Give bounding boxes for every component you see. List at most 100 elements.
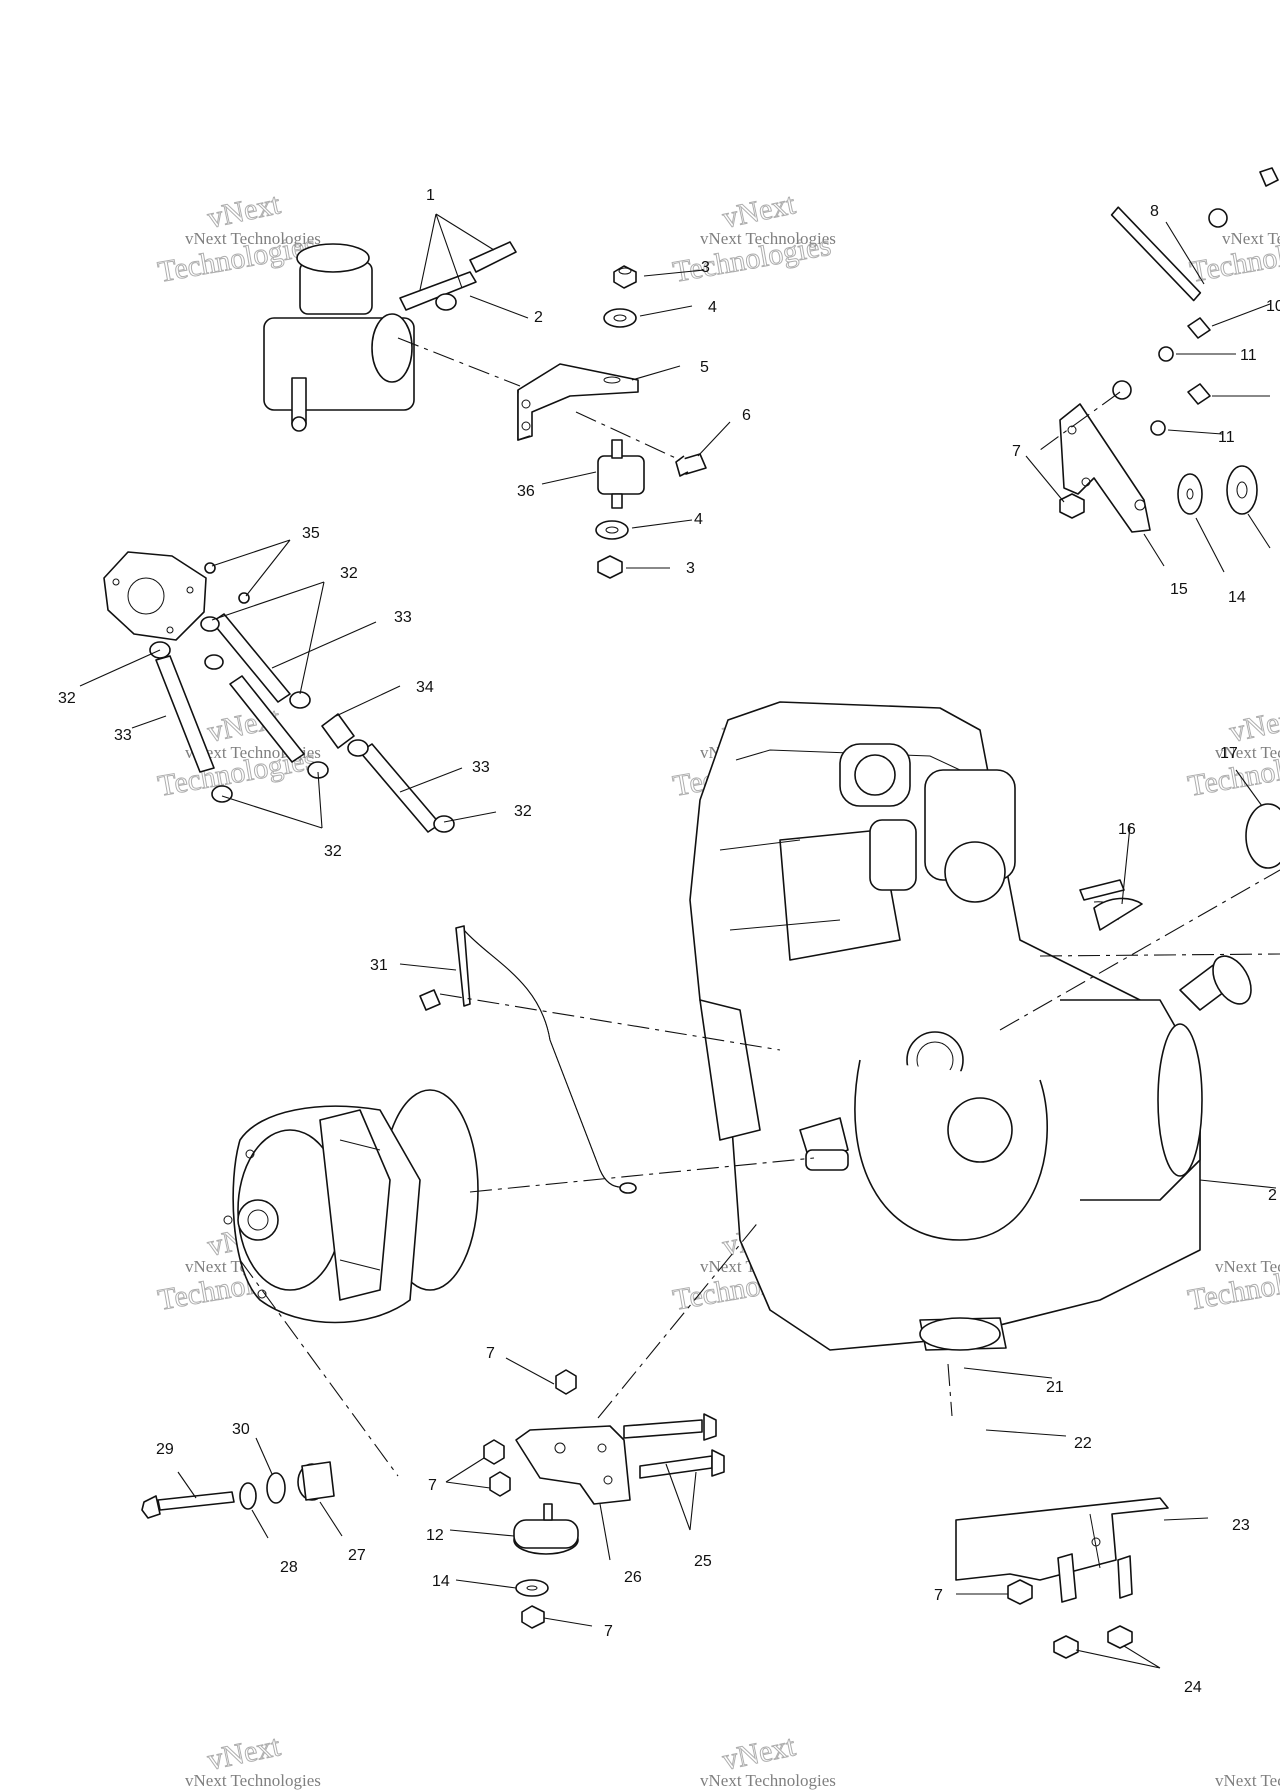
svg-text:vNext Technologies: vNext Technologies: [1215, 1771, 1280, 1790]
svg-text:vNext: vNext: [720, 1729, 799, 1777]
bracket-part: [517, 363, 639, 441]
callout-label: 32: [58, 690, 76, 707]
svg-text:vNext Technologies: vNext Technologies: [700, 229, 836, 248]
svg-text:vNext: vNext: [720, 187, 799, 235]
callout-label: 16: [1118, 821, 1136, 838]
callout-label: 24: [1184, 1679, 1202, 1696]
callout-label: 21: [1046, 1379, 1064, 1396]
svg-text:vNext Technologies: vNext Technologies: [700, 1771, 836, 1790]
drive-clutch-part: [223, 1089, 479, 1324]
washer-part: [595, 520, 629, 540]
engine-part: [689, 701, 1252, 1351]
callout-label: 27: [348, 1547, 366, 1564]
spacer-part: [1226, 465, 1258, 515]
bolt-part: [1187, 317, 1211, 405]
rubber-ring-part: [1245, 803, 1280, 869]
callout-label: 2: [1268, 1187, 1277, 1204]
callout-label: 7: [934, 1587, 943, 1604]
callout-label: 3: [701, 259, 710, 276]
watermark: vNext vNext Technologies Technologies: [155, 187, 321, 290]
svg-text:vNext: vNext: [205, 187, 284, 235]
callout-label: 12: [426, 1527, 444, 1544]
washer-part: [1177, 473, 1203, 515]
clutch-bolt-part: [141, 1491, 235, 1519]
callout-label: 33: [114, 727, 132, 744]
callout-label: 2: [534, 309, 543, 326]
callout-label: 10: [1266, 298, 1280, 315]
oil-line-part: [419, 925, 637, 1194]
watermark: vNext vNext Technologies Technologies: [670, 187, 836, 290]
callout-label: 15: [1170, 581, 1188, 598]
callout-label: 32: [340, 565, 358, 582]
callout-label: 29: [156, 1441, 174, 1458]
callout-label: 6: [742, 407, 751, 424]
leader-lines: [79, 213, 1277, 1669]
svg-text:vNext: vNext: [1227, 701, 1280, 749]
callout-label: 23: [1232, 1517, 1250, 1534]
callout-label: 26: [624, 1569, 642, 1586]
engine-mount-bracket-part: [515, 1425, 631, 1505]
assembly-center-lines: [239, 337, 1280, 1477]
callout-label: 14: [432, 1573, 450, 1590]
callout-label: 3: [686, 560, 695, 577]
gasket-part: [1093, 897, 1143, 931]
callout-label: 8: [1150, 203, 1159, 220]
callout-label: 33: [472, 759, 490, 776]
nut-part: [1007, 1579, 1133, 1659]
bolt-part: [675, 453, 707, 477]
svg-text:vNext: vNext: [205, 1729, 284, 1777]
watermark: vNext Technologies: [1215, 1771, 1280, 1790]
carburetor-part: [263, 241, 517, 432]
washer-part: [515, 1579, 549, 1597]
callout-label: 4: [708, 299, 717, 316]
callout-label: 31: [370, 957, 388, 974]
callout-label: 11: [1218, 429, 1235, 446]
lever-bracket-part: [1059, 403, 1151, 533]
svg-text:vNext Technologies: vNext Technologies: [185, 229, 321, 248]
rear-mount-bracket-part: [955, 1497, 1169, 1581]
washer-part: [1150, 346, 1174, 436]
callout-label: 1: [426, 187, 435, 204]
callout-label: 14: [1228, 589, 1246, 606]
callout-label: 35: [302, 525, 320, 542]
mount-bolt-part: [623, 1413, 725, 1479]
fuel-filter-part: [321, 713, 355, 749]
callout-label: 28: [280, 1559, 298, 1576]
washer-part: [603, 308, 637, 328]
callout-label: 4: [694, 511, 703, 528]
callout-label: 36: [517, 483, 535, 500]
nut-part: [613, 265, 637, 289]
linkage-rod-part: [1110, 167, 1279, 400]
bolt-part: [1057, 1553, 1133, 1603]
callout-label: 25: [694, 1553, 712, 1570]
callout-label: 32: [514, 803, 532, 820]
callout-label: 5: [700, 359, 709, 376]
nut-part: [597, 555, 623, 579]
nut-part: [1059, 493, 1085, 519]
rubber-mount-part: [513, 1503, 579, 1555]
watermark: vNext vNext Technologies: [185, 1729, 321, 1790]
callout-label: 7: [604, 1623, 613, 1640]
nut-part: [521, 1605, 545, 1629]
callout-label: 33: [394, 609, 412, 626]
hose-clamp-part: [149, 616, 455, 833]
callout-label: 17: [1220, 745, 1238, 762]
callout-label: 30: [232, 1421, 250, 1438]
callout-label: 34: [416, 679, 434, 696]
rubber-mount-part: [597, 439, 645, 509]
callout-label: 7: [486, 1345, 495, 1362]
washer-part: [239, 1461, 335, 1510]
svg-text:vNext Technologies: vNext Technologies: [1222, 229, 1280, 248]
svg-text:vNext Technologies: vNext Technologies: [185, 1771, 321, 1790]
callout-label: 22: [1074, 1435, 1092, 1452]
callout-label: 7: [428, 1477, 437, 1494]
watermark: vNext vNext Technologies: [700, 1729, 836, 1790]
callout-label: 7: [1012, 443, 1021, 460]
svg-text:vNext Technologies: vNext Technologies: [1215, 1257, 1280, 1276]
callout-label: 11: [1240, 347, 1257, 364]
callout-labels: 1 2 3 4 5 6 36 4 3 8 10 11 11 7 15 14 35…: [58, 187, 1280, 1696]
fuel-hose-part: [155, 613, 441, 833]
watermark: vNext Technologies Technologies: [1185, 1256, 1280, 1317]
callout-label: 32: [324, 843, 342, 860]
